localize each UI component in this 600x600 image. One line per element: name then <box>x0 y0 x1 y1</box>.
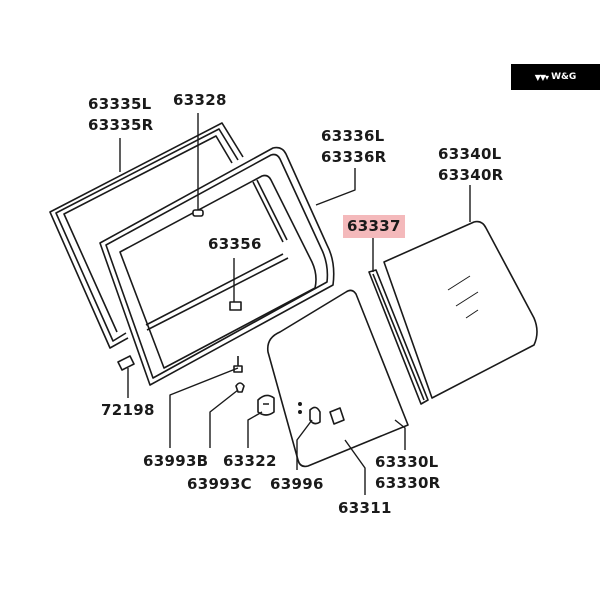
part-63335-weatherstrip <box>49 122 244 349</box>
label-63993b: 63993B <box>143 452 209 470</box>
label-63340l: 63340L <box>438 145 502 163</box>
label-63330l: 63330L <box>375 453 439 471</box>
part-63993b-screw <box>233 356 243 373</box>
leader-lines <box>119 113 471 495</box>
part-63337-strip <box>368 269 429 405</box>
part-72198-clip <box>117 355 135 371</box>
label-63356: 63356 <box>208 235 262 253</box>
label-63336: 63336L 63336R <box>321 126 387 168</box>
part-63996-hinge <box>309 406 321 425</box>
part-63328-clip <box>192 209 204 217</box>
part-63336-frame <box>99 146 335 386</box>
label-63993c: 63993C <box>187 475 252 493</box>
label-63335r: 63335R <box>88 116 154 134</box>
logo-mark-icon: ▼▼▾ <box>534 72 549 82</box>
label-63337-highlighted: 63337 <box>343 215 405 238</box>
part-63322-latch <box>257 394 275 416</box>
label-63322: 63322 <box>223 452 277 470</box>
label-63330: 63330L 63330R <box>375 452 441 494</box>
label-63311: 63311 <box>338 499 392 517</box>
label-63996: 63996 <box>270 475 324 493</box>
part-63356-stopper <box>229 301 242 311</box>
part-63330-glass <box>266 289 409 468</box>
part-63993c-screw <box>235 382 245 393</box>
label-63336r: 63336R <box>321 148 387 166</box>
part-63340-glass <box>383 220 538 399</box>
part-63311-latch <box>329 407 345 425</box>
label-72198: 72198 <box>101 401 155 419</box>
label-63335: 63335L 63335R <box>88 94 154 136</box>
brand-logo-text: W&G <box>551 72 577 82</box>
label-63330r: 63330R <box>375 474 441 492</box>
label-63340: 63340L 63340R <box>438 144 504 186</box>
brand-logo: ▼▼▾ W&G <box>511 64 600 90</box>
label-63336l: 63336L <box>321 127 385 145</box>
label-63335l: 63335L <box>88 95 152 113</box>
label-63328: 63328 <box>173 91 227 109</box>
label-63340r: 63340R <box>438 166 504 184</box>
